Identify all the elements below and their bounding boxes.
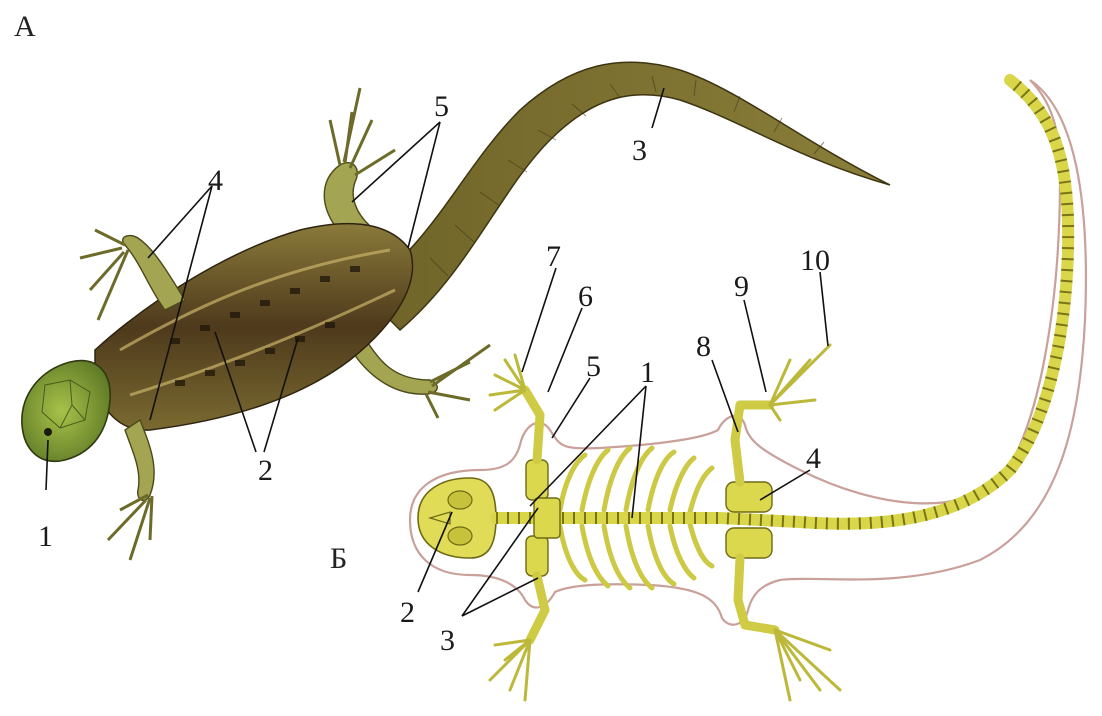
skeleton-leader-lines: [418, 268, 828, 616]
panel-label-a: А: [14, 10, 36, 43]
panel-label-b: Б: [330, 542, 347, 575]
skeleton-label-6: 6: [578, 280, 593, 313]
lizard-label-3: 3: [632, 134, 647, 167]
skeleton-label-10: 10: [800, 244, 830, 277]
skeleton-label-5: 5: [586, 350, 601, 383]
lizard-label-1: 1: [38, 520, 53, 553]
skeleton-label-4: 4: [806, 442, 821, 475]
skeleton-label-3: 3: [440, 624, 455, 657]
lizard-head: [22, 361, 110, 462]
skeleton-label-2: 2: [400, 596, 415, 629]
skeleton-label-1: 1: [640, 356, 655, 389]
lizard-label-5: 5: [434, 90, 449, 123]
lizard-label-4: 4: [208, 164, 223, 197]
skeleton-label-7: 7: [546, 240, 561, 273]
skeleton-label-8: 8: [696, 330, 711, 363]
skeleton-label-9: 9: [734, 270, 749, 303]
lizard-label-2: 2: [258, 454, 273, 487]
